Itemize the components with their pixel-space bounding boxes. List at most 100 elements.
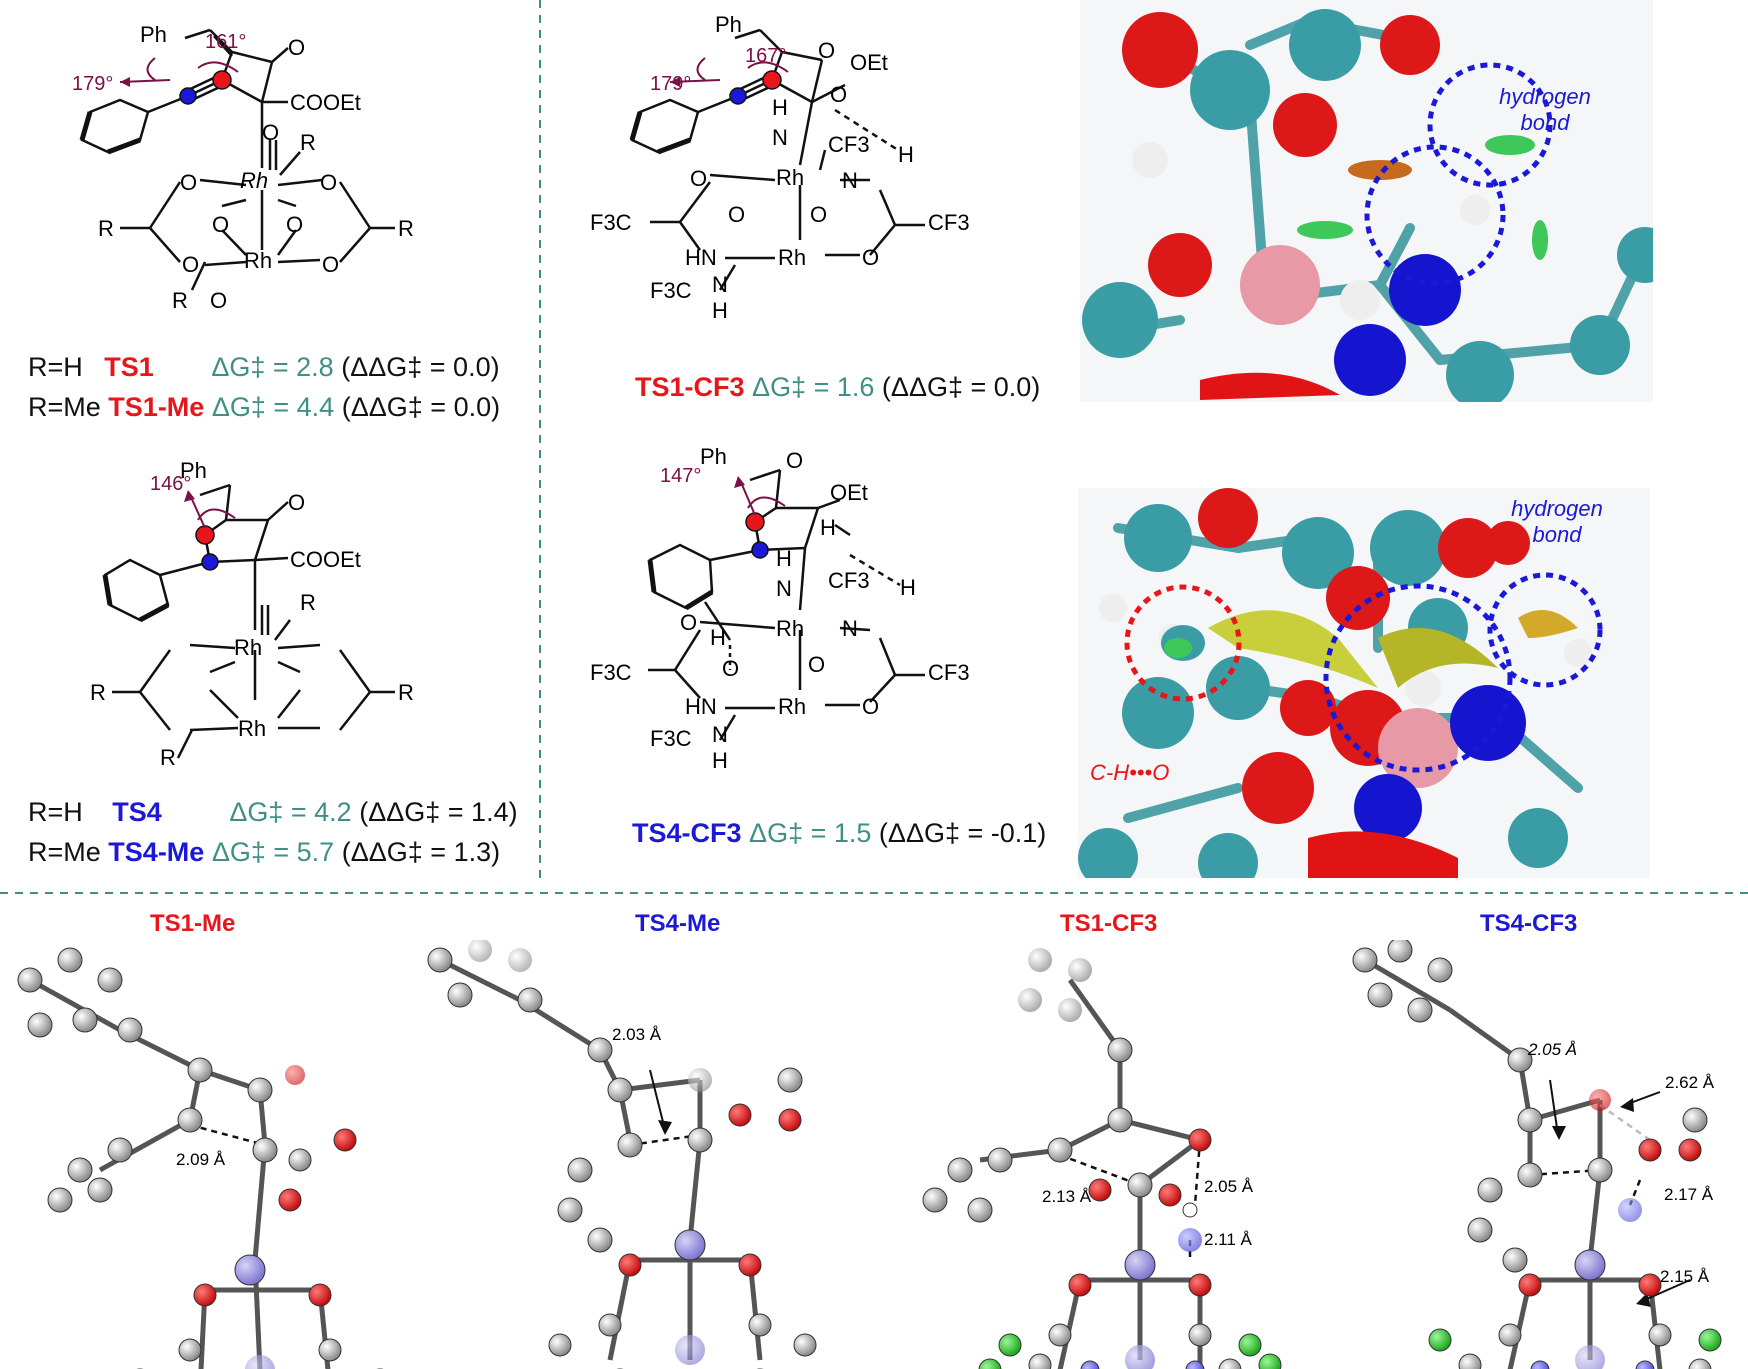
hn-label: HN bbox=[685, 694, 717, 719]
distance-label: 2.05 Å bbox=[1204, 1177, 1254, 1196]
o-label: O bbox=[810, 202, 827, 227]
r-label: R bbox=[398, 216, 414, 241]
o-label: O bbox=[286, 212, 303, 237]
rh-bottom-label: Rh bbox=[778, 694, 806, 719]
model-ts4-cf3: 2.05 Å 2.62 Å 2.17 Å 2.15 Å bbox=[1352, 940, 1722, 1369]
o-label: O bbox=[862, 245, 879, 270]
ts1-row: R=H TS1 ΔG‡ = 2.8 (ΔΔG‡ = 0.0) bbox=[28, 352, 500, 383]
o-label: O bbox=[262, 120, 279, 145]
nitrogen-blue-dot bbox=[179, 87, 197, 105]
rh-top-label: Rh bbox=[234, 635, 262, 660]
model-ts1-cf3: 2.13 Å 2.05 Å 2.11 Å bbox=[922, 948, 1282, 1369]
angle-label: 147° bbox=[660, 465, 701, 487]
delta-delta-g: (ΔΔG‡ = 0.0) bbox=[881, 372, 1041, 402]
ts4-me-row: R=Me TS4-Me ΔG‡ = 5.7 (ΔΔG‡ = 1.3) bbox=[28, 837, 500, 868]
angle-label: 146° bbox=[150, 473, 191, 495]
r-substituent: R=H bbox=[28, 797, 83, 827]
ester-label: COOEt bbox=[290, 90, 361, 115]
angle-label-outer: 179° bbox=[72, 73, 113, 95]
rh-top-label: Rh bbox=[240, 168, 268, 193]
rh-bottom-label: Rh bbox=[238, 716, 266, 741]
ester-label: COOEt bbox=[290, 547, 361, 572]
h-label: H bbox=[710, 625, 726, 650]
h-label: H bbox=[772, 95, 788, 120]
ts1-me-row: R=Me TS1-Me ΔG‡ = 4.4 (ΔΔG‡ = 0.0) bbox=[28, 392, 500, 423]
h-label: H bbox=[712, 748, 728, 773]
r-label: R bbox=[90, 680, 106, 705]
phenyl-label: Ph bbox=[180, 458, 207, 483]
distance-label: 2.03 Å bbox=[612, 1025, 662, 1044]
hydrogen-bond-annotation: hydrogen bond bbox=[1499, 84, 1591, 135]
rh-bottom-label: Rh bbox=[244, 248, 272, 273]
nci-render-ts1-cf3 bbox=[1080, 0, 1653, 402]
angle-label-outer: 179° bbox=[650, 73, 691, 95]
h-label: H bbox=[712, 298, 728, 323]
phenyl-label: Ph bbox=[715, 12, 742, 37]
o-label: O bbox=[182, 252, 199, 277]
delta-delta-g: (ΔΔG‡ = -0.1) bbox=[878, 818, 1047, 848]
r-substituent: R=Me bbox=[28, 837, 101, 867]
ts1-cf3-structure-drawing: 179° 167° Ph O OEt O H N CF3 H Rh N O F3… bbox=[590, 12, 970, 323]
rh-top-label: Rh bbox=[776, 165, 804, 190]
delta-g: ΔG‡ = 1.5 bbox=[749, 818, 872, 848]
delta-delta-g: (ΔΔG‡ = 1.4) bbox=[359, 797, 518, 827]
n-label: N bbox=[712, 722, 728, 747]
phenyl-label: Ph bbox=[140, 22, 167, 47]
model-ts1-me: 2.09 Å bbox=[17, 947, 384, 1369]
oet-label: OEt bbox=[830, 480, 868, 505]
cf3-label: CF3 bbox=[828, 132, 870, 157]
structure-title-ts1-me: TS1-Me bbox=[150, 910, 236, 937]
cf3-label: CF3 bbox=[928, 660, 970, 685]
ts-name: TS1-Me bbox=[108, 392, 205, 422]
o-label: O bbox=[818, 38, 835, 63]
ts4-cf3-row: TS4-CF3 ΔG‡ = 1.5 (ΔΔG‡ = -0.1) bbox=[632, 818, 1046, 849]
o-label: O bbox=[180, 170, 197, 195]
ketone-oxygen-label: O bbox=[288, 35, 305, 60]
distance-label: 2.11 Å bbox=[1204, 1230, 1253, 1249]
r-label: R bbox=[398, 680, 414, 705]
o-label: O bbox=[722, 656, 739, 681]
delta-g: ΔG‡ = 1.6 bbox=[752, 372, 875, 402]
ch-o-annotation: C-H•••O bbox=[1090, 760, 1170, 785]
n-label: N bbox=[772, 125, 788, 150]
r-label: R bbox=[172, 288, 188, 313]
distance-label: 2.17 Å bbox=[1664, 1185, 1714, 1204]
o-label: O bbox=[690, 166, 707, 191]
h-label: H bbox=[820, 515, 836, 540]
r-label: R bbox=[300, 590, 316, 615]
n-label: N bbox=[776, 576, 792, 601]
r-substituent: R=Me bbox=[28, 392, 101, 422]
h-label: H bbox=[900, 575, 916, 600]
o-label: O bbox=[680, 610, 697, 635]
phenyl-label: Ph bbox=[700, 444, 727, 469]
ts-name: TS1 bbox=[104, 352, 154, 382]
o-label: O bbox=[288, 490, 305, 515]
distance-label: 2.05 Å bbox=[1527, 1040, 1577, 1059]
r-label: R bbox=[300, 130, 316, 155]
o-label: O bbox=[212, 212, 229, 237]
r-label: R bbox=[160, 745, 176, 770]
delta-g: ΔG‡ = 4.4 bbox=[211, 392, 335, 422]
nci-render-ts4-cf3 bbox=[1078, 488, 1650, 878]
delta-delta-g: (ΔΔG‡ = 0.0) bbox=[341, 352, 500, 382]
hn-label: HN bbox=[685, 245, 717, 270]
f3c-label: F3C bbox=[650, 726, 692, 751]
distance-label: 2.15 Å bbox=[1660, 1267, 1710, 1286]
structure-title-ts1-cf3: TS1-CF3 bbox=[1060, 910, 1158, 937]
o-label: O bbox=[728, 202, 745, 227]
oet-label: OEt bbox=[850, 50, 888, 75]
o-label: O bbox=[786, 448, 803, 473]
o-label: O bbox=[320, 170, 337, 195]
hydrogen-bond-annotation: hydrogen bond bbox=[1511, 496, 1603, 547]
distance-label: 2.09 Å bbox=[176, 1150, 226, 1169]
delta-g: ΔG‡ = 5.7 bbox=[211, 837, 335, 867]
r-substituent: R=H bbox=[28, 352, 83, 382]
rh-top-label: Rh bbox=[776, 616, 804, 641]
ts1-structure-drawing: 161° 179° Ph O COOEt Rh Rh O O O O O O O… bbox=[72, 22, 414, 313]
angle-label-inner: 161° bbox=[205, 31, 246, 53]
cf3-label: CF3 bbox=[928, 210, 970, 235]
ts-name: TS4-Me bbox=[108, 837, 205, 867]
distance-label: 2.62 Å bbox=[1665, 1073, 1715, 1092]
n-label: N bbox=[842, 616, 858, 641]
